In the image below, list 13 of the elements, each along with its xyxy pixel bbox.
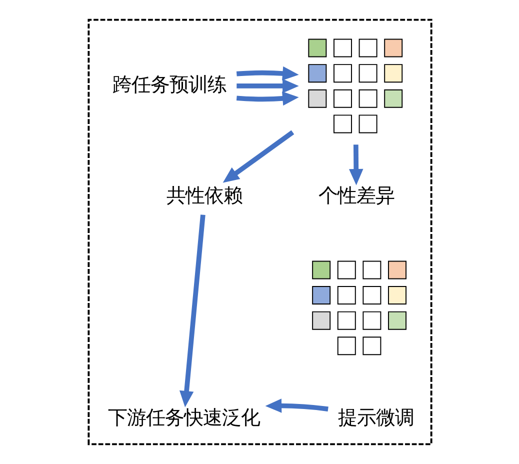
node-text: 共性依赖 [166,184,242,207]
arrow [236,91,298,106]
arrow [348,144,363,186]
arrow [236,78,298,94]
node-text: 个性差异 [318,184,394,207]
node-text: 提示微调 [337,406,414,429]
arrow [178,214,205,408]
cluster [87,18,432,446]
arrow [222,130,294,183]
node-text: 下游任务快速泛化 [108,406,260,429]
arrow [236,66,298,81]
arrow [264,398,328,413]
node-text: 跨任务预训练 [112,72,226,96]
